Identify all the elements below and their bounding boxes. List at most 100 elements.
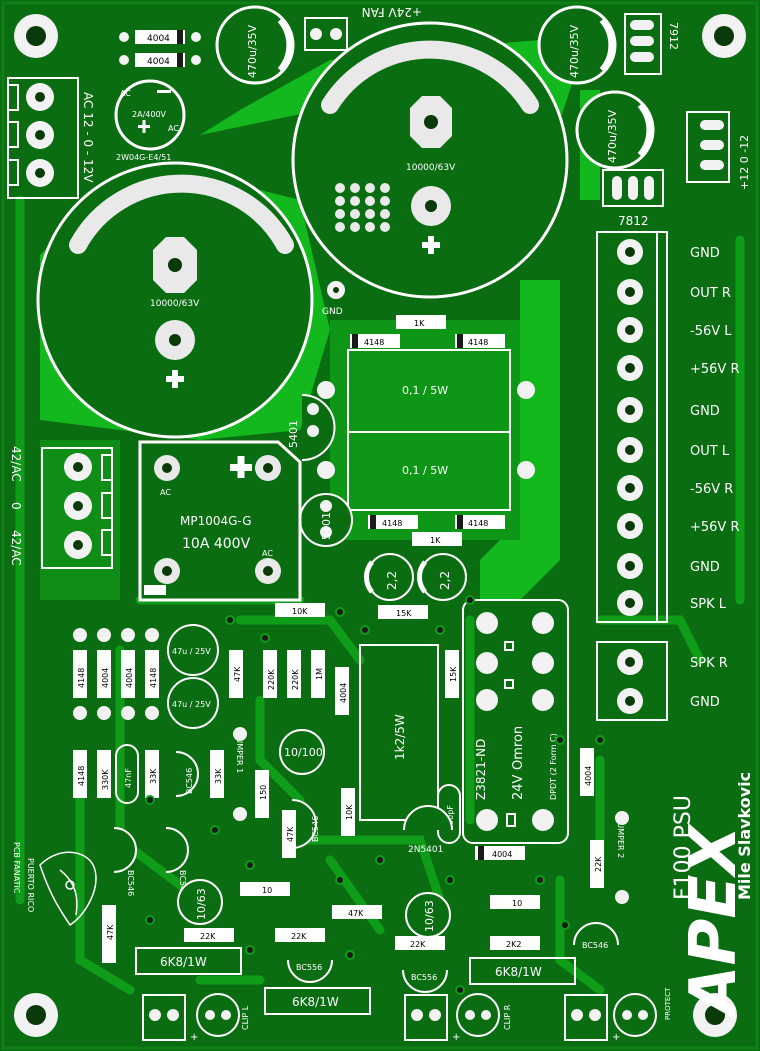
cap-100pf: 100pF: [446, 805, 455, 830]
big-cap-right-label: 10000/63V: [406, 163, 456, 173]
cap-47u-b: 47u / 25V: [172, 700, 211, 709]
res-220k-b: 220K: [291, 669, 300, 690]
brand-author: Mile Slavkovic: [735, 772, 754, 900]
cap-10-63-a: 10/63: [195, 888, 208, 920]
res-2k2: 2K2: [506, 940, 521, 949]
terminal-label-11: SPK R: [690, 656, 728, 671]
terminal-label-3: -56V L: [690, 324, 732, 339]
res-22k-a: 22K: [200, 932, 216, 941]
diode-4148-lower: 4148: [77, 766, 86, 786]
diode-4148-c: 4148: [382, 519, 402, 528]
protect-connector: [564, 993, 657, 1041]
brand-logo: APEX: [677, 823, 751, 1020]
ac42-label-top: 42/AC: [9, 446, 23, 482]
res-22k-c: 22K: [410, 940, 426, 949]
caps-2u2: [364, 553, 467, 601]
res-33k-a: 33K: [149, 768, 158, 784]
res-150: 150: [259, 785, 268, 800]
terminal-label-4: +56V R: [690, 362, 740, 377]
main-bridge-rating: 10A 400V: [182, 536, 251, 552]
clip-r-label: CLIP R: [503, 1004, 512, 1030]
diode-4148-d: 4148: [468, 519, 488, 528]
rail-label: +12 0 -12: [738, 135, 751, 190]
diode-4004-left-b: 4004: [125, 668, 134, 688]
fan-connector: [304, 17, 348, 51]
ac42-terminal: [41, 447, 113, 569]
terminal-label-8: +56V R: [690, 520, 740, 535]
jumper-2: JUMPER 2: [616, 819, 625, 858]
brand-model: F100 PSU: [671, 795, 696, 900]
diode-4004-b: 4004: [147, 57, 170, 67]
bc546-b: BC546: [311, 816, 320, 842]
cap-47u-a: 47u / 25V: [172, 647, 211, 656]
bc556-a: BC556: [296, 963, 322, 972]
big-cap-left: [36, 161, 314, 439]
main-bridge-part: MP1004G-G: [180, 514, 252, 528]
res-10-a: 10: [262, 886, 272, 895]
power-res-6k8-row: [135, 947, 576, 1015]
res-15k-vertical: 15K: [449, 666, 458, 682]
clip-l-label: CLIP L: [241, 1005, 250, 1030]
terminal-label-10: SPK L: [690, 597, 727, 612]
diode-4148-b: 4148: [468, 338, 488, 347]
res-10k: 10K: [292, 607, 308, 616]
brand-apex: APEX: [677, 823, 751, 1020]
res-22k-right: 22K: [594, 856, 603, 872]
gnd-pad-label: GND: [322, 307, 343, 317]
small-bridge-rating: 2A/400V: [132, 110, 167, 119]
terminal-block-spk: [596, 641, 668, 721]
logo-text-2: PCB FANATIC: [12, 842, 21, 894]
res-1k2-label: 1k2/5W: [393, 714, 407, 760]
small-bridge-ac-right: AC: [168, 124, 179, 133]
res-47k-b: 47K: [286, 826, 295, 842]
terminal-label-7: -56V R: [690, 482, 733, 497]
diode-4148-left-b: 4148: [149, 668, 158, 688]
bc546-a: BC546: [185, 768, 194, 794]
res-6k8-a: 6K8/1W: [160, 955, 207, 969]
cap-2u2-b: 2,2: [438, 571, 452, 590]
terminal-label-9: GND: [690, 560, 720, 575]
ac-input-label: AC 12 - 0 - 12V: [81, 92, 95, 183]
diode-4004-relay: 4004: [492, 850, 512, 859]
res-10k-vertical: 10K: [345, 804, 354, 820]
small-bridge-part: 2W04G-E4/51: [116, 153, 171, 162]
cap-470u-a-label: 470u/35V: [246, 24, 259, 78]
relay-part: Z3821-ND: [474, 739, 488, 800]
pcb-fanatic-logo: [39, 851, 97, 927]
terminal-label-1: GND: [690, 246, 720, 261]
diode-4004-right: 4004: [584, 766, 593, 786]
res-220k-a: 220K: [267, 669, 276, 690]
res-330k: 330K: [101, 769, 110, 790]
big-cap-right: [291, 21, 569, 299]
relay-type: DPDT (2 Form C): [549, 733, 558, 800]
bc556-b: BC556: [411, 973, 437, 982]
diode-pair-top: [119, 30, 201, 67]
transistor-5401-a: [301, 394, 336, 461]
cap-47u-pair: [167, 624, 219, 729]
res-1m: 1M: [315, 668, 324, 680]
diode-4148-left-a: 4148: [77, 668, 86, 688]
res-1k-top: 1K: [414, 319, 425, 328]
q-2n5401: 2N5401: [408, 845, 443, 855]
res-47k-d: 47K: [348, 909, 364, 918]
big-cap-left-label: 10000/63V: [150, 299, 200, 309]
cap-10-100: 10/100: [284, 746, 323, 759]
transistor-5401-a-label: 5401: [287, 420, 300, 448]
reg-7912-label: 7912: [667, 22, 680, 50]
res-1k2-5w: [359, 644, 439, 821]
clip-r-connector: [404, 993, 500, 1041]
relay-maker: Omron: [511, 726, 526, 770]
terminal-label-5: GND: [690, 404, 720, 419]
power-res-b-label: 0,1 / 5W: [402, 464, 448, 477]
fan-label: +24V FAN: [362, 5, 422, 19]
main-bridge: [138, 440, 302, 602]
vertical-diodes: [73, 650, 159, 698]
protect-plus: +: [612, 1032, 620, 1043]
res-47k-a: 47K: [233, 666, 242, 682]
main-bridge-ac2: AC: [262, 549, 273, 558]
bc546-e: BC546: [582, 941, 608, 950]
diode-4004-left-a: 4004: [101, 668, 110, 688]
bc546-d: BC546: [178, 870, 187, 896]
clip-r-plus: +: [452, 1032, 460, 1043]
